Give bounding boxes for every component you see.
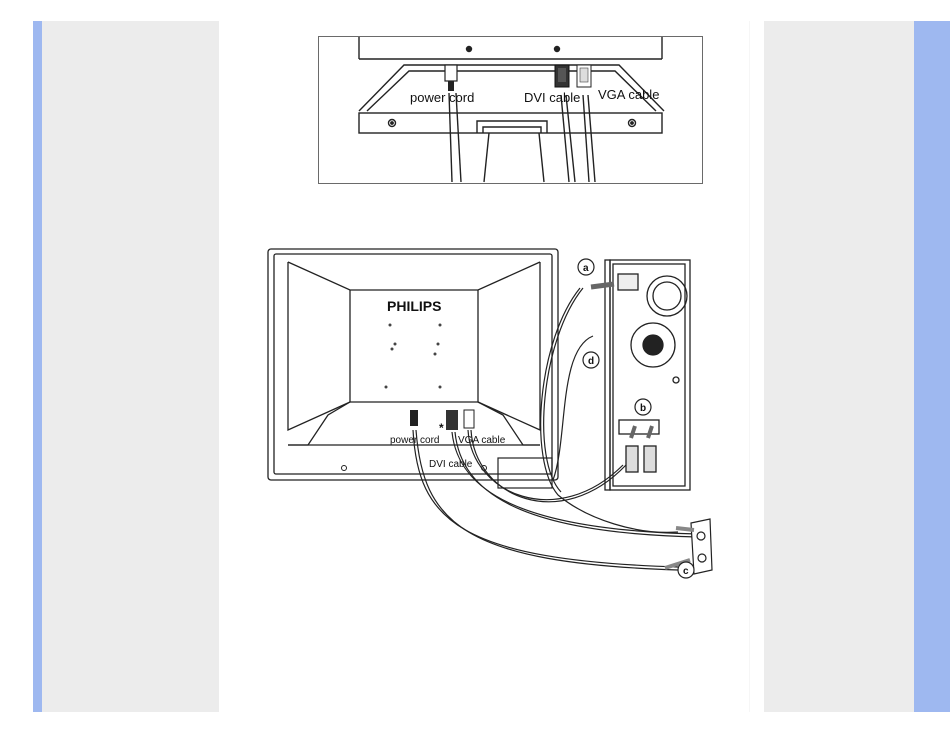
dvi-cable-label: DVI cable bbox=[429, 459, 473, 470]
right-gray-panel-outer bbox=[855, 21, 914, 712]
marker-b-label: b bbox=[640, 403, 646, 414]
marker-d-label: d bbox=[588, 356, 594, 367]
right-accent-bar bbox=[914, 21, 950, 712]
asterisk-mark: * bbox=[439, 421, 444, 435]
dvi-cable-label: DVI cable bbox=[524, 90, 580, 105]
left-accent-bar bbox=[33, 21, 42, 712]
power-socket-icon bbox=[410, 410, 418, 426]
content-divider bbox=[749, 21, 750, 712]
connection-diagram-figure: PHILIPS power cord * VGA cable DVI cable bbox=[258, 240, 718, 585]
power-cord-label: power cord bbox=[410, 90, 474, 105]
dvi-socket-icon bbox=[446, 410, 458, 430]
arrow-a-icon bbox=[591, 284, 614, 287]
connector-panel-drawing: power cord DVI cable VGA cable bbox=[319, 37, 702, 183]
right-gray-panel bbox=[764, 21, 855, 712]
vga-socket-icon bbox=[464, 410, 474, 428]
connection-diagram-drawing: PHILIPS power cord * VGA cable DVI cable bbox=[258, 240, 718, 585]
vga-cable-label: VGA cable bbox=[598, 87, 659, 102]
marker-a-label: a bbox=[583, 263, 589, 274]
vga-cable-label: VGA cable bbox=[458, 435, 506, 446]
marker-c-label: c bbox=[683, 566, 689, 577]
connector-panel-figure: power cord DVI cable VGA cable bbox=[318, 36, 703, 184]
philips-logo: PHILIPS bbox=[387, 298, 441, 314]
wall-outlet-icon bbox=[691, 519, 712, 574]
left-gray-panel bbox=[42, 21, 219, 712]
arrow-up-icon bbox=[631, 426, 635, 438]
arrow-up-icon bbox=[648, 426, 652, 438]
power-plug-icon bbox=[445, 65, 457, 81]
